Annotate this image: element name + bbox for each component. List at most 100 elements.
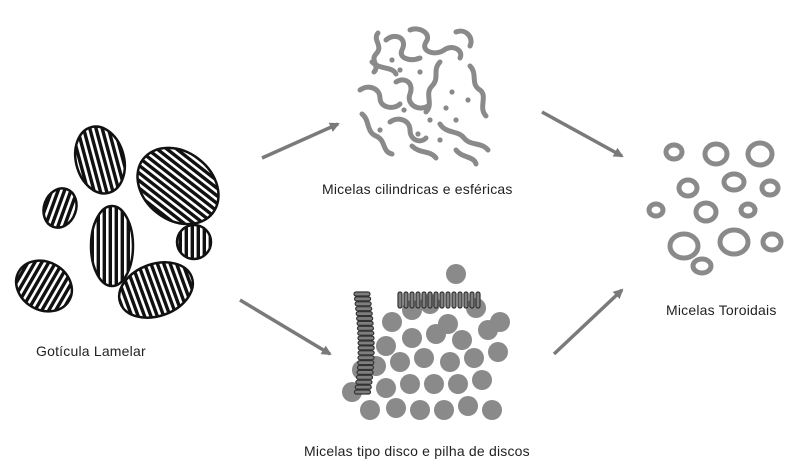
disc-micelle <box>490 312 510 332</box>
disc-micelle <box>410 400 430 420</box>
disc-micelle <box>426 324 446 344</box>
arrow-icon <box>262 124 338 158</box>
disc-stack-unit <box>358 356 374 360</box>
disc-stack-unit <box>428 292 432 308</box>
disc-micelle <box>440 352 460 372</box>
spherical-micelle <box>443 105 448 110</box>
disc-stack-unit <box>357 375 373 379</box>
disc-micelle <box>472 370 492 390</box>
disc-micelle <box>458 396 478 416</box>
spherical-micelle <box>401 107 406 112</box>
spherical-micelle <box>377 127 382 132</box>
disc-stack-unit <box>357 366 373 370</box>
spherical-micelle <box>415 131 420 136</box>
disc-stack-unit <box>357 321 373 325</box>
disc-micelle <box>464 348 484 368</box>
spherical-micelle <box>437 137 442 142</box>
disc-micelle <box>402 328 422 348</box>
disc-stack-unit <box>358 336 374 340</box>
worm-micelle <box>360 87 400 107</box>
disc-stack-unit <box>354 292 370 296</box>
disc-micelle <box>382 312 402 332</box>
worm-micelle <box>456 31 471 46</box>
spherical-micelle <box>397 67 402 72</box>
worm-micelle <box>390 119 426 141</box>
disc-micelle <box>434 400 454 420</box>
disc-micelle <box>386 398 406 418</box>
label-cylindrical-micelles: Micelas cilindricas e esféricas <box>322 181 513 197</box>
spherical-micelle <box>427 117 432 122</box>
spherical-micelle <box>389 57 394 62</box>
disc-stack-unit <box>452 292 456 308</box>
disc-micelle <box>414 348 434 368</box>
spherical-micelle <box>449 89 454 94</box>
disc-stack-unit <box>356 307 372 311</box>
disc-stack-unit <box>355 297 371 301</box>
disc-stack-unit <box>358 351 374 355</box>
toroidal-micelle <box>666 145 682 159</box>
arrow-icon <box>240 300 330 354</box>
disc-stack-unit <box>355 385 371 389</box>
disc-stack-unit <box>358 341 374 345</box>
disc-micelle <box>448 374 468 394</box>
disc-stack-unit <box>440 292 444 308</box>
disc-micelle <box>452 330 472 350</box>
worm-micelle <box>440 124 488 150</box>
toroidal-micelle <box>705 144 727 164</box>
toroidal-micelle <box>741 204 755 216</box>
disc-micelle <box>360 400 380 420</box>
lamellar-droplets <box>0 87 262 368</box>
disc-stack-unit <box>458 292 462 308</box>
disc-micelle <box>446 264 466 284</box>
disc-micelles-figure <box>342 264 510 420</box>
toroidal-micelle <box>748 143 772 165</box>
toroidal-micelle <box>720 230 748 254</box>
disc-stack-unit <box>358 331 374 335</box>
cylindrical-micelles-figure <box>360 29 488 164</box>
disc-stack-unit <box>398 292 402 308</box>
toroidal-micelle <box>724 174 744 190</box>
toroidal-micelle <box>693 259 711 273</box>
disc-stack-unit <box>476 292 480 308</box>
worm-micelle <box>362 114 392 154</box>
disc-stack-unit <box>464 292 468 308</box>
worm-micelle <box>386 36 420 59</box>
label-toroidal-micelles: Micelas Toroidais <box>666 302 777 318</box>
disc-micelle <box>376 336 396 356</box>
label-disc-micelles: Micelas tipo disco e pilha de discos <box>304 443 530 459</box>
label-lamellar-droplet: Gotícula Lamelar <box>36 343 146 359</box>
toroidal-micelle <box>679 180 697 196</box>
arrow-icon <box>542 112 622 156</box>
spherical-micelle <box>465 97 470 102</box>
toroidal-micelles-figure <box>649 143 781 273</box>
disc-micelle <box>482 400 502 420</box>
disc-stack-unit <box>422 292 426 308</box>
worm-micelle <box>456 150 476 164</box>
disc-stack-unit <box>354 390 370 394</box>
worm-micelle <box>470 66 486 116</box>
toroidal-micelle <box>649 204 663 216</box>
disc-stack-unit <box>356 312 372 316</box>
toroidal-micelle <box>763 234 781 250</box>
disc-micelle <box>488 342 508 362</box>
disc-stack-unit <box>357 317 373 321</box>
toroidal-micelle <box>696 203 716 221</box>
disc-micelle <box>376 378 396 398</box>
disc-stack-unit <box>357 326 373 330</box>
disc-stack-unit <box>470 292 474 308</box>
worm-micelle <box>410 29 461 58</box>
worm-micelle <box>412 146 436 158</box>
disc-micelle <box>400 374 420 394</box>
disc-stack-unit <box>358 361 374 365</box>
disc-stack-unit <box>410 292 414 308</box>
disc-stack-unit <box>404 292 408 308</box>
spherical-micelle <box>453 117 458 122</box>
disc-stack-unit <box>358 346 374 350</box>
disc-stack-unit <box>357 370 373 374</box>
disc-stack-unit <box>434 292 438 308</box>
spherical-micelle <box>417 69 422 74</box>
toroidal-micelle <box>762 181 778 195</box>
disc-micelle <box>390 352 410 372</box>
